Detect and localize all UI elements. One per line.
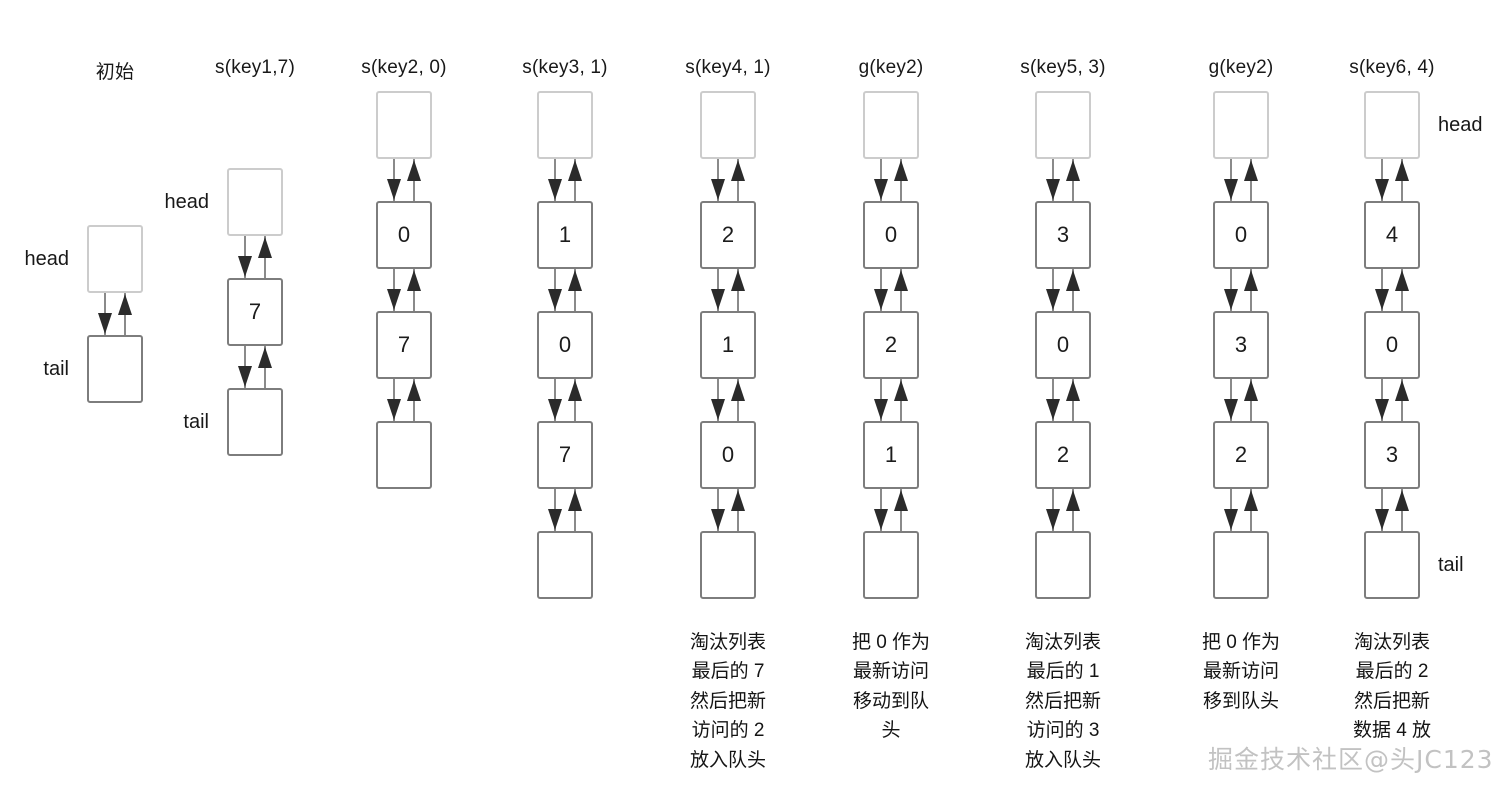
node-link-arrows: [1035, 269, 1091, 311]
tail-sentinel-node: [376, 421, 432, 489]
node-link-arrows: [1213, 159, 1269, 201]
list-node: 2: [1035, 421, 1091, 489]
node-link-arrows: [863, 379, 919, 421]
node-link-arrows: [537, 269, 593, 311]
list-node: 3: [1364, 421, 1420, 489]
column-title: s(key6, 4): [1349, 57, 1435, 78]
node-link-arrows: [1035, 379, 1091, 421]
tail-sentinel-node: [87, 335, 143, 403]
node-link-arrows: [376, 159, 432, 201]
head-sentinel-node: [537, 91, 593, 159]
list-node: 3: [1213, 311, 1269, 379]
list-node: 3: [1035, 201, 1091, 269]
column-caption: 淘汰列表 最后的 2 然后把新 数据 4 放: [1352, 632, 1432, 742]
tail-sentinel-node: [1035, 531, 1091, 599]
node-link-arrows: [537, 379, 593, 421]
tail-sentinel-node: [863, 531, 919, 599]
head-label: head: [164, 191, 210, 213]
node-link-arrows: [1213, 379, 1269, 421]
tail-sentinel-node: [1213, 531, 1269, 599]
list-node: 0: [1364, 311, 1420, 379]
node-link-arrows: [1364, 269, 1420, 311]
head-sentinel-node: [376, 91, 432, 159]
head-sentinel-node: [863, 91, 919, 159]
node-link-arrows: [1035, 159, 1091, 201]
list-node: 0: [863, 201, 919, 269]
list-node: 0: [376, 201, 432, 269]
node-link-arrows: [376, 379, 432, 421]
list-node: 2: [1213, 421, 1269, 489]
node-link-arrows: [1213, 269, 1269, 311]
node-link-arrows: [1364, 379, 1420, 421]
watermark: 掘金技术社区@头JC123: [1208, 745, 1494, 774]
head-sentinel-node: [87, 225, 143, 293]
list-node: 0: [700, 421, 756, 489]
column-caption: 把 0 作为 最新访问 移到队头: [1201, 632, 1281, 712]
head-label: head: [1438, 114, 1483, 136]
head-sentinel-node: [227, 168, 283, 236]
node-link-arrows: [1364, 159, 1420, 201]
column-title: s(key5, 3): [1020, 57, 1106, 78]
column-title: g(key2): [858, 57, 924, 78]
list-node: 7: [376, 311, 432, 379]
node-link-arrows: [227, 346, 283, 388]
column-title: s(key3, 1): [522, 57, 608, 78]
node-link-arrows: [376, 269, 432, 311]
node-link-arrows: [1035, 489, 1091, 531]
list-node: 2: [863, 311, 919, 379]
node-link-arrows: [700, 269, 756, 311]
list-node: 0: [1213, 201, 1269, 269]
tail-sentinel-node: [1364, 531, 1420, 599]
tail-sentinel-node: [227, 388, 283, 456]
head-label: head: [24, 248, 70, 270]
column-title: s(key2, 0): [361, 57, 447, 78]
column-caption: 淘汰列表 最后的 1 然后把新 访问的 3 放入队头: [1024, 632, 1101, 771]
column-title: s(key1,7): [215, 57, 295, 78]
head-sentinel-node: [1035, 91, 1091, 159]
node-link-arrows: [87, 293, 143, 335]
tail-label: tail: [1438, 554, 1464, 576]
node-link-arrows: [537, 489, 593, 531]
column-title: g(key2): [1208, 57, 1274, 78]
node-link-arrows: [863, 159, 919, 201]
tail-label: tail: [43, 358, 69, 380]
list-node: 0: [537, 311, 593, 379]
node-link-arrows: [863, 269, 919, 311]
head-sentinel-node: [1364, 91, 1420, 159]
column-caption: 把 0 作为 最新访问 移动到队 头: [851, 632, 931, 742]
list-node: 4: [1364, 201, 1420, 269]
list-node: 2: [700, 201, 756, 269]
column-caption: 淘汰列表 最后的 7 然后把新 访问的 2 放入队头: [689, 632, 766, 771]
node-link-arrows: [700, 489, 756, 531]
column-title: 初始: [95, 62, 135, 83]
head-sentinel-node: [1213, 91, 1269, 159]
node-link-arrows: [537, 159, 593, 201]
node-link-arrows: [1213, 489, 1269, 531]
node-link-arrows: [863, 489, 919, 531]
head-sentinel-node: [700, 91, 756, 159]
node-link-arrows: [1364, 489, 1420, 531]
list-node: 7: [537, 421, 593, 489]
node-link-arrows: [227, 236, 283, 278]
node-link-arrows: [700, 159, 756, 201]
tail-sentinel-node: [537, 531, 593, 599]
node-link-arrows: [700, 379, 756, 421]
list-node: 1: [537, 201, 593, 269]
list-node: 1: [700, 311, 756, 379]
list-node: 0: [1035, 311, 1091, 379]
column-title: s(key4, 1): [685, 57, 771, 78]
tail-label: tail: [183, 411, 209, 433]
tail-sentinel-node: [700, 531, 756, 599]
list-node: 1: [863, 421, 919, 489]
list-node: 7: [227, 278, 283, 346]
